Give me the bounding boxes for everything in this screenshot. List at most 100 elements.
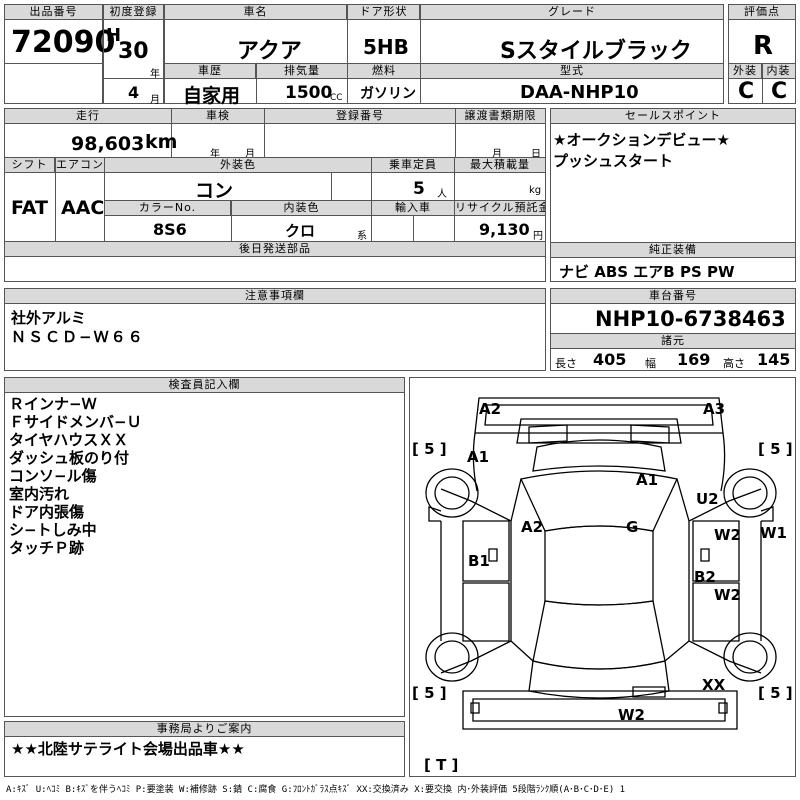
era: H <box>106 25 122 46</box>
inspection-year-unit: 年 <box>210 149 220 160</box>
transfer-month-unit: 月 <box>492 149 502 160</box>
tire-rear-left: [ 5 ] <box>412 684 447 702</box>
mark-door-right-front: W2 <box>714 526 741 544</box>
length-label: 長さ <box>555 357 577 370</box>
score-label: 評価点 <box>729 5 795 20</box>
recycle-unit: 円 <box>533 231 543 242</box>
model-label: 型式 <box>421 64 723 79</box>
capacity-unit: 人 <box>437 189 447 200</box>
inspector-line-6: 室内汚れ <box>9 485 70 503</box>
height: 145 <box>757 350 791 369</box>
capacity-label: 乗車定員 <box>372 158 454 173</box>
car-name-box: 車名 アクア ドア形状 5HB グレード Sスタイルブラック 車歴 自家用 排気… <box>164 4 724 107</box>
details-box: 走行 98,603 km 車検 年 月 登録番号 譲渡書類期限 月 日 シフト … <box>4 108 546 282</box>
inspector-label: 検査員記入欄 <box>5 378 404 393</box>
mileage-label: 走行 <box>5 109 171 124</box>
displacement-unit: CC <box>330 93 343 103</box>
reg-year: 30 <box>118 39 149 64</box>
office-text: ★★北陸サテライト会場出品車★★ <box>11 740 245 758</box>
office-label: 事務局よりご案内 <box>5 722 404 737</box>
mark-rear-bumper: W2 <box>618 706 645 724</box>
notes-label: 注意事項欄 <box>5 289 545 304</box>
sales-points-label: セールスポイント <box>551 109 795 124</box>
mark-door-right-rear-w: W2 <box>714 586 741 604</box>
ext-color-label: 外装色 <box>105 158 371 173</box>
interior-grade: C <box>771 79 788 104</box>
interior-label: 内装 <box>762 64 795 79</box>
shift: FAT <box>11 197 48 219</box>
first-reg-box: 初度登録 H 30 年 4 月 <box>103 4 164 106</box>
inspector-line-3: タイヤハウスＸＸ <box>9 431 129 449</box>
car-diagram: [ 5 ] [ 5 ] [ 5 ] [ 5 ] [ T ] A2 A3 A1 A… <box>409 377 796 777</box>
recycle-label: リサイクル預託金 <box>455 201 545 216</box>
notes-box: 注意事項欄 社外アルミ ＮＳＣＤ−Ｗ６６ <box>4 288 546 371</box>
inspector-line-1: Ｒインナ−Ｗ <box>9 395 97 413</box>
max-load-unit: kg <box>529 185 542 196</box>
width: 169 <box>677 350 711 369</box>
inspector-line-7: ドア内張傷 <box>9 503 85 521</box>
color-no-label: カラーNo. <box>105 201 231 216</box>
ac-label: エアコン <box>56 158 104 173</box>
transfer-day-unit: 日 <box>531 149 541 160</box>
inspector-line-4: ダッシュ板のり付 <box>9 449 130 467</box>
mark-pillar-left: A2 <box>521 518 544 536</box>
sales-point-line-1: ★オークションデビュー★ <box>553 131 730 149</box>
office-box: 事務局よりご案内 ★★北陸サテライト会場出品車★★ <box>4 721 405 777</box>
inspector-box: 検査員記入欄 Ｒインナ−Ｗ Ｆサイドメンバ−Ｕ タイヤハウスＸＸ ダッシュ板のり… <box>4 377 405 717</box>
int-color: クロ <box>285 222 316 240</box>
mark-front-left: A2 <box>479 400 502 418</box>
mark-side-right: W1 <box>760 524 787 542</box>
chassis-box: 車台番号 NHP10-6738463 諸元 長さ 405 幅 169 高さ 14… <box>550 288 796 371</box>
mark-door-left: B1 <box>468 552 490 570</box>
later-parts-label: 後日発送部品 <box>5 242 545 257</box>
mileage-unit: km <box>145 131 178 153</box>
tire-rear-right: [ 5 ] <box>758 684 793 702</box>
chassis-number: NHP10-6738463 <box>595 307 786 331</box>
lot-box: 出品番号 72090 <box>4 4 115 104</box>
equipment: ナビ ABS エアB PS PW <box>559 263 735 281</box>
mark-fender-left: A1 <box>467 448 490 466</box>
car-name-label: 車名 <box>165 5 347 20</box>
mark-hood: A1 <box>636 471 659 489</box>
doors-label: ドア形状 <box>348 5 420 20</box>
fuel: ガソリン <box>360 86 416 102</box>
registration-label: 登録番号 <box>265 109 455 124</box>
lot-number: 72090 <box>11 25 116 60</box>
inspection-label: 車検 <box>172 109 264 124</box>
history: 自家用 <box>183 85 241 107</box>
first-reg-label: 初度登録 <box>104 5 163 20</box>
recycle: 9,130 <box>479 220 530 239</box>
sales-points-box: セールスポイント ★オークションデビュー★ プッシュスタート 純正装備 ナビ A… <box>550 108 796 282</box>
notes-line-1: 社外アルミ <box>11 309 86 327</box>
max-load-label: 最大積載量 <box>455 158 545 173</box>
mileage: 98,603 <box>71 133 145 155</box>
tire-front-right: [ 5 ] <box>758 440 793 458</box>
exterior-grade: C <box>738 79 755 104</box>
mark-rear-right: XX <box>702 676 726 694</box>
notes-line-2: ＮＳＣＤ−Ｗ６６ <box>11 328 145 346</box>
legend: A:ｷｽﾞ U:ﾍｺﾐ B:ｷｽﾞを伴うﾍｺﾐ P:要塗装 W:補修跡 S:錆 … <box>6 785 626 795</box>
mark-front-right: A3 <box>703 400 726 418</box>
inspector-line-2: Ｆサイドメンバ−Ｕ <box>9 413 142 431</box>
inspection-month-unit: 月 <box>245 149 255 160</box>
displacement-label: 排気量 <box>257 64 347 79</box>
sales-point-line-2: プッシュスタート <box>553 152 674 170</box>
inspector-line-9: タッチＰ跡 <box>9 539 85 557</box>
reg-month-unit: 月 <box>150 95 160 106</box>
trunk-mark: [ T ] <box>424 756 459 774</box>
color-no: 8S6 <box>153 220 187 239</box>
exterior-label: 外装 <box>729 64 762 79</box>
capacity: 5 <box>413 179 425 199</box>
model: DAA-NHP10 <box>520 82 639 103</box>
inspector-line-5: コンソ−ル傷 <box>9 467 97 485</box>
mark-right-upper: U2 <box>696 490 719 508</box>
chassis-label: 車台番号 <box>551 289 795 304</box>
displacement: 1500 <box>285 83 333 103</box>
lot-label: 出品番号 <box>5 5 102 20</box>
height-label: 高さ <box>723 357 745 370</box>
int-color-unit: 系 <box>357 231 367 242</box>
equipment-label: 純正装備 <box>551 243 795 258</box>
mark-door-right-rear-b: B2 <box>694 568 716 586</box>
tire-front-left: [ 5 ] <box>412 440 447 458</box>
grade-label: グレード <box>421 5 723 20</box>
